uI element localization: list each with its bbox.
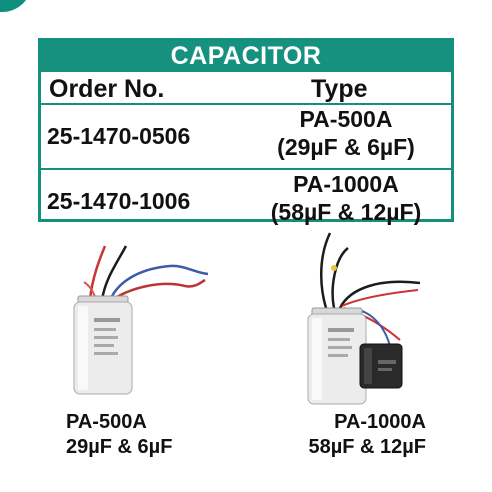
table-header-row: Order No. Type bbox=[41, 75, 451, 103]
product-model: PA-500A bbox=[66, 411, 147, 433]
type-model: PA-500A bbox=[299, 106, 393, 132]
table-row: 25-1470-1006 PA-1000A (58µF & 12µF) bbox=[41, 168, 451, 225]
product-rating: 29µF & 6µF bbox=[66, 436, 173, 458]
capacitor-pa500a-image bbox=[73, 245, 209, 395]
order-number: 25-1470-1006 bbox=[47, 188, 191, 214]
type-rating: (29µF & 6µF) bbox=[277, 134, 415, 160]
product-model: PA-1000A bbox=[334, 411, 426, 433]
product-caption-pa500a: PA-500A 29µF & 6µF bbox=[66, 410, 172, 460]
product-caption-pa1000a: PA-1000A 58µF & 12µF bbox=[286, 410, 426, 460]
table-row: 25-1470-0506 PA-500A (29µF & 6µF) bbox=[41, 103, 451, 168]
table-title: CAPACITOR bbox=[41, 41, 451, 72]
order-number: 25-1470-0506 bbox=[47, 123, 191, 149]
header-type: Type bbox=[311, 75, 368, 103]
capacitor-spec-table: CAPACITOR Order No. Type 25-1470-0506 PA… bbox=[38, 38, 454, 225]
header-order-no: Order No. bbox=[49, 75, 165, 103]
capacitor-pa1000a-image bbox=[307, 232, 421, 405]
corner-decoration bbox=[0, 0, 32, 12]
type-rating: (58µF & 12µF) bbox=[270, 199, 422, 225]
type-cell: PA-1000A (58µF & 12µF) bbox=[241, 170, 451, 226]
type-model: PA-1000A bbox=[293, 171, 399, 197]
product-rating: 58µF & 12µF bbox=[308, 436, 426, 458]
type-cell: PA-500A (29µF & 6µF) bbox=[241, 105, 451, 161]
